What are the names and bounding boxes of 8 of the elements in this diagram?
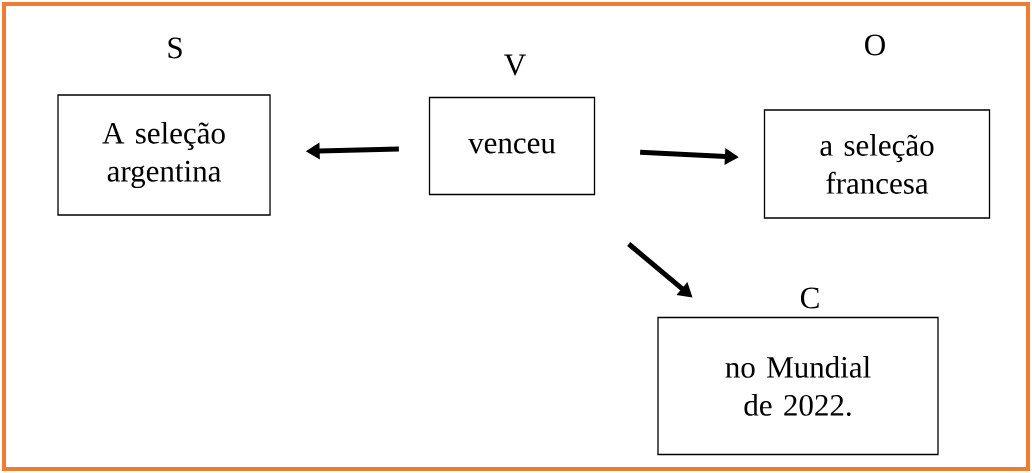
- role-letter: O: [865, 34, 885, 56]
- text-box: A seleção argentina: [57, 94, 271, 216]
- text-box: venceu: [428, 96, 596, 196]
- text-box: a seleção francesa: [763, 109, 991, 219]
- role-letter: V: [504, 54, 526, 76]
- role-letter: S: [168, 37, 182, 59]
- role-letter: C: [800, 287, 819, 309]
- text-box: no Mundial de 2022.: [657, 316, 939, 456]
